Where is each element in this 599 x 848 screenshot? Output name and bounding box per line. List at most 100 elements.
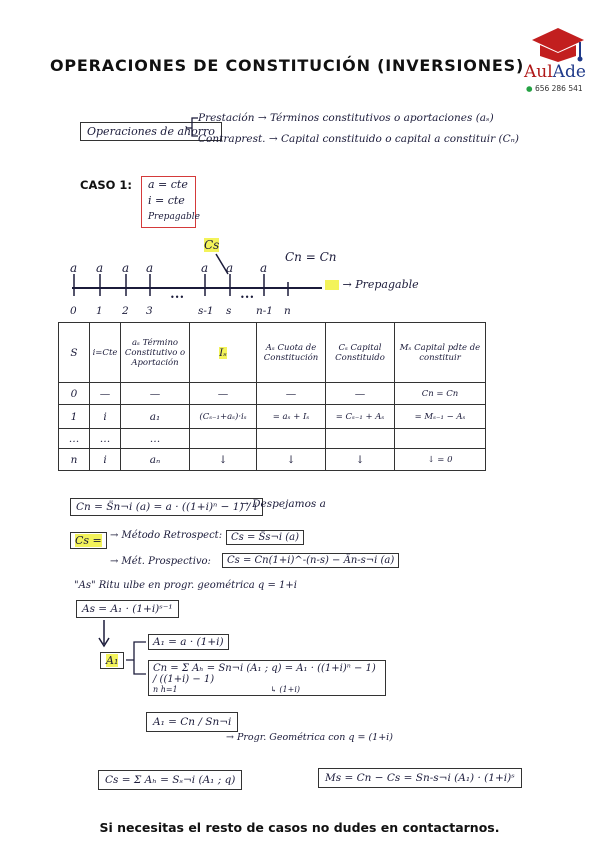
table-row: … … … xyxy=(58,428,486,449)
table-cell: aₙ xyxy=(120,448,190,471)
table-cell: i xyxy=(89,448,121,471)
logo-text-a: Aul xyxy=(524,62,553,82)
formula-retro-label: → Método Retrospect: xyxy=(110,530,223,541)
table-cell: — xyxy=(325,382,395,405)
table-cell: ↓ xyxy=(256,448,326,471)
table-cell xyxy=(256,428,326,449)
table-cell: = Mₛ₋₁ − Aₛ xyxy=(394,404,486,429)
caso-1-line: a = cte xyxy=(148,178,188,191)
logo-text-b: Ade xyxy=(552,62,586,82)
table-cell: (Cₛ₋₁+aₛ)·iₛ xyxy=(189,404,257,429)
arrow-down-icon xyxy=(98,620,110,648)
timeline-a: a xyxy=(96,261,103,275)
table-header: Mₛ Capital pdte de constituir xyxy=(394,322,486,383)
graduation-cap-icon xyxy=(532,28,584,62)
formula-cs-box: Cs = xyxy=(70,532,107,549)
table-header: Cₛ Capital Constituido xyxy=(325,322,395,383)
table-cell: 0 xyxy=(58,382,90,405)
caso-1-box: a = cte i = cte Prepagable xyxy=(141,176,200,228)
table-row: n i aₙ ↓ ↓ ↓ ↓ = 0 xyxy=(58,448,486,471)
formula-cn-note: → Despejamos a xyxy=(240,498,326,510)
intro-box: Operaciones de ahorro xyxy=(80,122,222,141)
table-row: 1 i a₁ (Cₛ₋₁+aₛ)·iₛ = aₛ + Iₛ = Cₛ₋₁ + A… xyxy=(58,404,486,429)
formula-cn-box: Cn = S̈n¬i (a) = a · ((1+i)ⁿ − 1) / i xyxy=(70,498,264,516)
logo-phone: 656 286 541 xyxy=(534,84,583,93)
table-cell: = aₛ + Iₛ xyxy=(256,404,326,429)
formula-cs-sum-box: Cs = Σ Aₕ = Sₛ¬i (A₁ ; q) xyxy=(98,770,243,790)
formula-prosp-box: Cs = Cn(1+i)^-(n-s) − Än-s¬i (a) xyxy=(222,553,400,568)
branch-brace-icon xyxy=(126,641,146,675)
formula-cs-label: Cs = xyxy=(75,534,102,547)
table-header: i=Cte xyxy=(89,322,121,383)
timeline-legend-text: → Prepagable xyxy=(342,278,419,291)
table-header: Iₛ xyxy=(189,322,257,383)
caso-1-label: CASO 1: xyxy=(80,178,133,192)
timeline-a: a xyxy=(226,261,233,275)
table-header: Aₛ Cuota de Constitución xyxy=(256,322,326,383)
whatsapp-icon: ● xyxy=(526,84,533,93)
formula-cn-sum: Cn = Σ Aₕ = Sn¬i (A₁ ; q) = A₁ · ((1+i)ⁿ… xyxy=(153,663,376,685)
formula-ms-box: Ms = Cn − Cs = Sn-s¬i (A₁) · (1+i)ˢ xyxy=(318,768,522,788)
formula-cn-sum-limits: n h=1 xyxy=(153,685,178,694)
table-cell: n xyxy=(58,448,90,471)
table-cell: i xyxy=(89,404,121,429)
intro-branch-prestacion: Prestación → Términos constitutivos o ap… xyxy=(198,112,494,124)
table-cell: ↓ xyxy=(189,448,257,471)
table-cell: ↓ xyxy=(325,448,395,471)
table-row: 0 — — — — — Cn = Cn xyxy=(58,382,486,405)
table-cell xyxy=(189,428,257,449)
timeline-tick: ••• xyxy=(170,293,184,302)
timeline-tick: 0 xyxy=(70,305,77,317)
timeline-cs: Cs xyxy=(204,238,220,252)
table-cell: … xyxy=(120,428,190,449)
formula-as-box: As = A₁ · (1+i)ˢ⁻¹ xyxy=(76,600,179,618)
caso-1-line: i = cte xyxy=(148,194,185,207)
timeline-tick: n xyxy=(284,305,291,317)
footer-contact: Si necesitas el resto de casos no dudes … xyxy=(99,820,500,835)
timeline-tick: s-1 xyxy=(198,305,214,317)
timeline-tick: 2 xyxy=(121,305,129,317)
timeline-a: a xyxy=(201,261,208,275)
formula-a1-box: A₁ xyxy=(100,652,125,669)
table-cell: 1 xyxy=(58,404,90,429)
timeline-a: a xyxy=(260,261,267,275)
timeline-legend: → Prepagable xyxy=(325,278,419,291)
formula-prosp-label: → Mét. Prospectivo: xyxy=(110,556,211,567)
table-cell xyxy=(325,428,395,449)
formula-a1-result-box: A₁ = Cn / Sn¬i xyxy=(146,712,239,732)
timeline-diagram: a a a a a a a 0 1 2 3 ••• s-1 s ••• n-1 … xyxy=(70,253,322,317)
aulade-logo: AulAde ● 656 286 541 xyxy=(522,18,592,96)
table-cell: … xyxy=(89,428,121,449)
formula-a1-eq-box: A₁ = a · (1+i) xyxy=(148,634,229,650)
table-cell xyxy=(394,428,486,449)
timeline-a: a xyxy=(122,261,129,275)
page-title: OPERACIONES DE CONSTITUCIÓN (INVERSIONES… xyxy=(50,56,525,75)
timeline-a: a xyxy=(146,261,153,275)
table-header: S xyxy=(58,322,90,383)
formula-cn-sum-box: Cn = Σ Aₕ = Sn¬i (A₁ ; q) = A₁ · ((1+i)ⁿ… xyxy=(148,660,386,696)
timeline-cn-equal: Cn = Cn xyxy=(285,250,337,264)
caso-1-line: Prepagable xyxy=(148,212,200,222)
table-cell: — xyxy=(256,382,326,405)
branch-brace-icon xyxy=(186,117,198,137)
formula-retro-box: Cs = S̈s¬i (a) xyxy=(226,530,305,545)
timeline-a: a xyxy=(70,261,77,275)
formula-as-note: "As" Ritu ulbe en progr. geométrica q = … xyxy=(74,580,297,591)
table-cell: — xyxy=(89,382,121,405)
timeline-tick: n-1 xyxy=(256,305,273,317)
amortization-table: S i=Cte aₛ Término Constitutivo o Aporta… xyxy=(58,322,486,471)
timeline-tick: 1 xyxy=(96,305,103,317)
table-cell: — xyxy=(189,382,257,405)
timeline-tick: 3 xyxy=(146,305,153,317)
table-cell: — xyxy=(120,382,190,405)
table-cell: … xyxy=(58,428,90,449)
formula-cn-sum-note: ↳ (1+i) xyxy=(270,685,301,694)
intro-branch-contraprestacion: Contraprest. → Capital constituido o cap… xyxy=(198,133,519,145)
table-header: aₛ Término Constitutivo o Aportación xyxy=(120,322,190,383)
formula-a1-label: A₁ xyxy=(106,654,119,667)
table-cell: Cn = Cn xyxy=(394,382,486,405)
highlight-swatch xyxy=(325,280,339,290)
table-cell: a₁ xyxy=(120,404,190,429)
table-cell: ↓ = 0 xyxy=(394,448,486,471)
timeline-tick: ••• xyxy=(240,293,254,302)
